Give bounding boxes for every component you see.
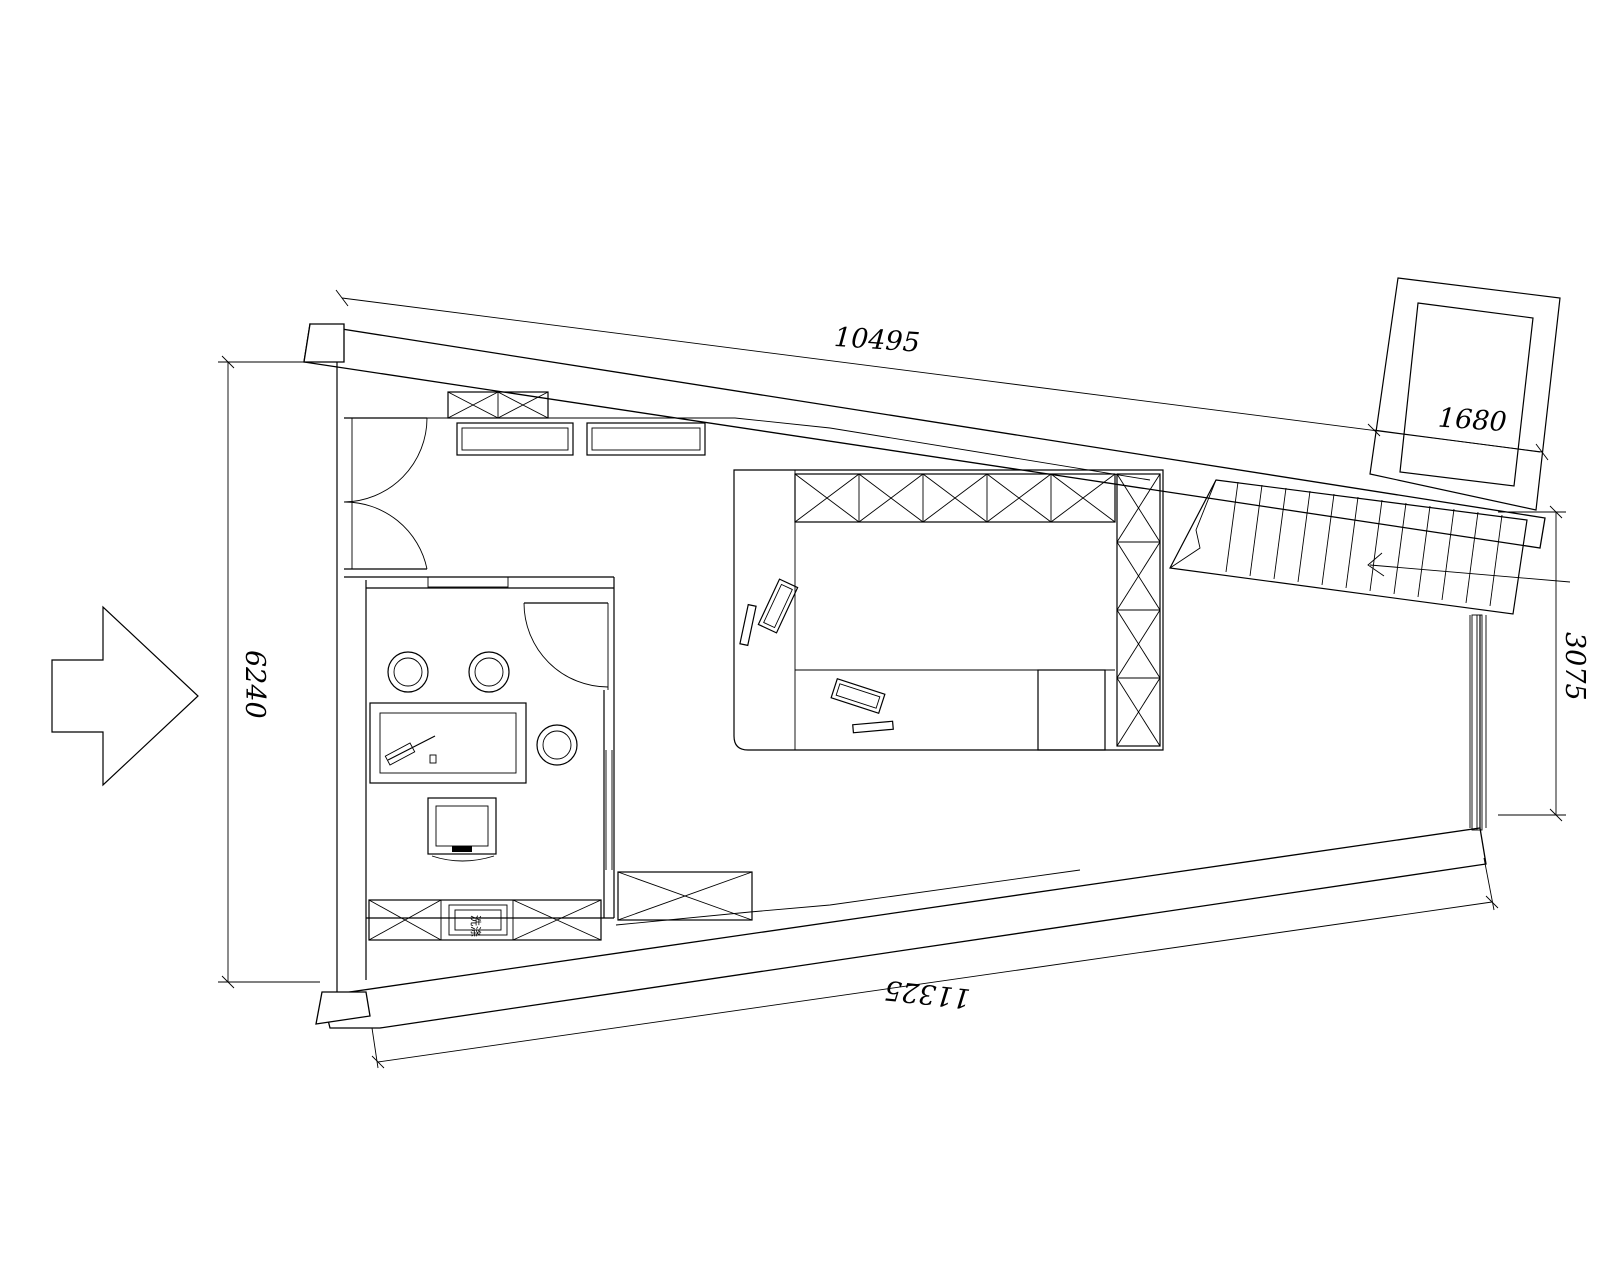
- dim-line-top: [335, 289, 1549, 461]
- dim-bottom-width: 11325: [883, 974, 972, 1014]
- entrance-double-door: [343, 417, 428, 570]
- balcony-inner: [1399, 302, 1534, 487]
- keyboard: [830, 678, 886, 714]
- lower-inner-wall: [615, 869, 1081, 926]
- top-wall: [303, 323, 1546, 549]
- left-wall-bottom-cap: [315, 991, 371, 1025]
- top-shelf-1-inner: [461, 427, 569, 451]
- small-room-door: [523, 602, 609, 690]
- counter-side-shelf: [1116, 473, 1161, 747]
- stool: [387, 651, 429, 693]
- armchair: [427, 797, 497, 862]
- dim-right-height: 3075: [1559, 632, 1590, 701]
- top-cabinet-crossed: [447, 391, 549, 419]
- dim-line-bottom: [371, 857, 1499, 1069]
- keyboard: [757, 578, 799, 634]
- handheld-device: [852, 720, 894, 734]
- dim-left-height: 6240: [239, 650, 270, 719]
- entrance-arrow: [51, 605, 199, 787]
- dim-top-width: 10495: [833, 322, 921, 359]
- staircase: [1169, 479, 1571, 615]
- cabinet-label: 洗涤: [469, 915, 483, 937]
- small-room-bottom-cabinets: [368, 899, 602, 941]
- top-shelf-2-inner: [591, 427, 701, 451]
- handheld-device: [739, 603, 757, 647]
- top-shelf-2: [586, 422, 706, 456]
- dim-balcony-width: 1680: [1437, 403, 1508, 439]
- dim-line-left: [218, 355, 320, 989]
- work-table: [369, 702, 527, 784]
- left-wall-top-cap: [303, 323, 345, 363]
- balcony-outer: [1369, 277, 1561, 511]
- bottom-middle-cabinet: [617, 871, 753, 921]
- top-shelf-1: [456, 422, 574, 456]
- stool: [536, 724, 578, 766]
- main-counter: [733, 469, 1164, 751]
- stool: [468, 651, 510, 693]
- counter-top-shelf: [794, 473, 1116, 523]
- dim-line-balcony: [1367, 423, 1541, 453]
- small-room: [344, 576, 615, 919]
- dim-line-right: [1498, 505, 1566, 822]
